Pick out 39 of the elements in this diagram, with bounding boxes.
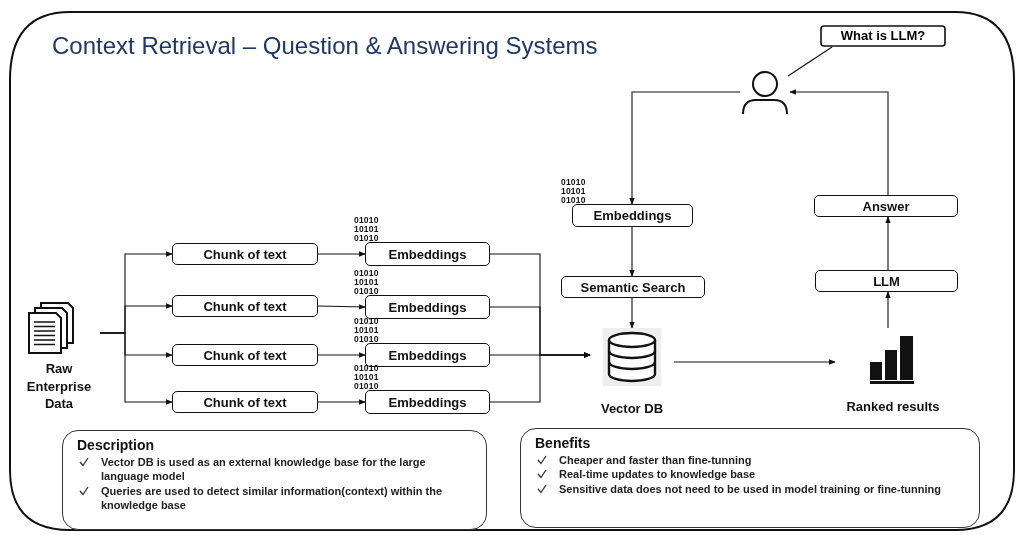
binary-digits: 01010 10101 01010 [354, 269, 380, 296]
node-label: Vector DB [599, 400, 665, 418]
bullet-text: Sensitive data does not need to be used in model training or fine-tunning [559, 481, 941, 496]
node-label: Ranked results [845, 398, 941, 416]
speech-bubble-tail [787, 46, 833, 77]
bullet-text: Cheaper and faster than fine-tunning [559, 453, 752, 468]
panel-heading: Description [77, 437, 155, 453]
arrow [317, 352, 366, 358]
bullet-text: Vector DB is used as an external knowledge base for the large language model [101, 455, 427, 484]
panel-heading: Benefits [535, 435, 592, 451]
process-box: Chunk of text [172, 243, 318, 265]
arrow [789, 89, 889, 196]
process-box: LLM [815, 270, 958, 292]
arrow [673, 359, 836, 365]
info-panel [520, 428, 980, 528]
node-label: Raw Enterprise Data [25, 360, 93, 413]
binary-digits: 01010 10101 01010 [354, 216, 380, 243]
arrow [317, 251, 366, 257]
bullet-text: Queries are used to detect similar information(context) within the knowledge base [101, 483, 444, 513]
person-icon [740, 70, 790, 116]
speech-bubble: What is LLM? [820, 25, 946, 47]
bullet-text: Real-time updates to knowledge base [559, 467, 756, 482]
arrow [885, 291, 891, 329]
arrow [629, 91, 741, 205]
arrow [317, 399, 366, 405]
process-box: Semantic Search [561, 276, 705, 298]
process-box: Chunk of text [172, 295, 318, 317]
binary-digits: 01010 10101 01010 [561, 178, 587, 205]
arrow [489, 352, 591, 403]
arrow [317, 304, 366, 310]
process-box: Chunk of text [172, 391, 318, 413]
arrow [99, 332, 173, 405]
info-panel [62, 430, 487, 530]
arrow [629, 297, 635, 329]
arrow [885, 216, 891, 271]
process-box: Answer [814, 195, 958, 217]
diagram-title: Context Retrieval – Question & Answering Systems [52, 32, 598, 60]
process-box: Chunk of text [172, 344, 318, 366]
arrow [629, 226, 635, 277]
